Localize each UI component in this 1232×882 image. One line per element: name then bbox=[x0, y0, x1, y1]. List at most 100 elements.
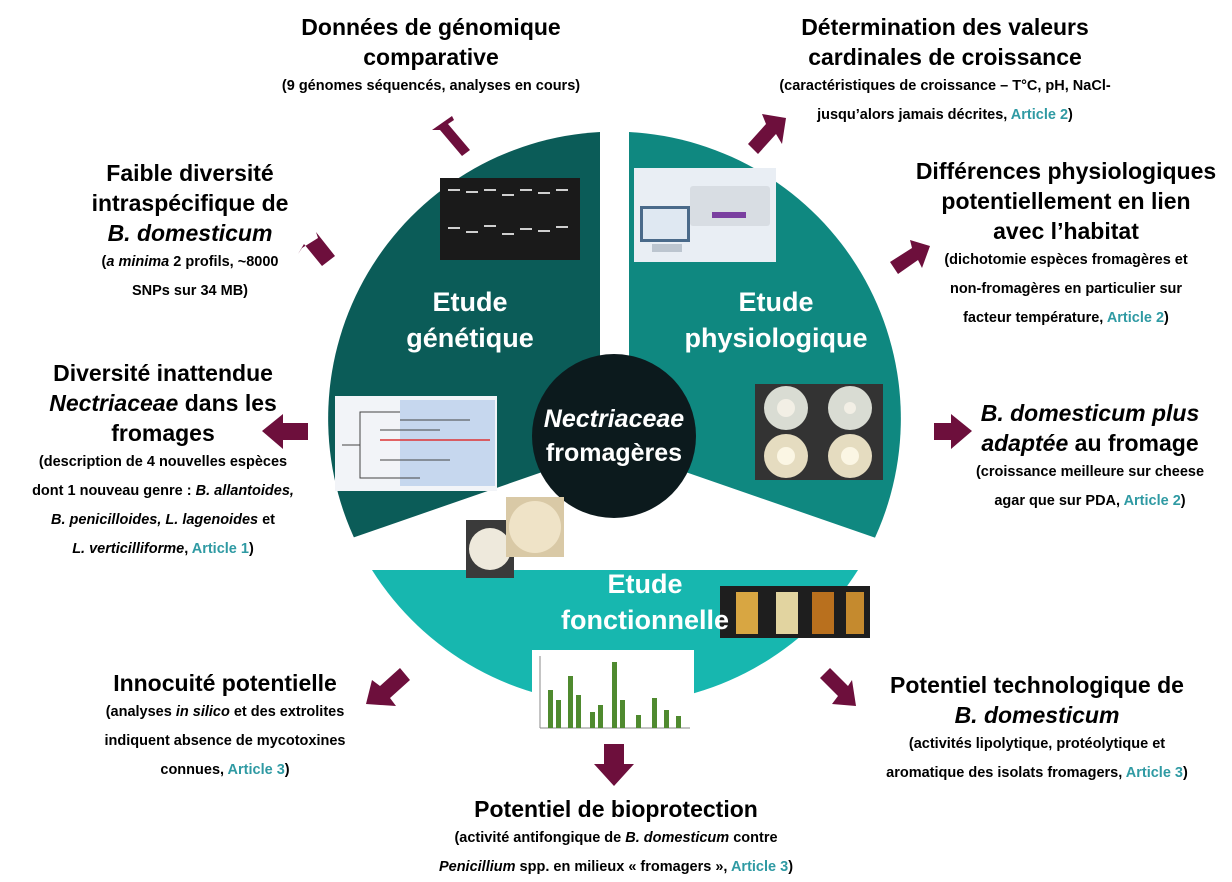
innocuite-sub-2: indiquent absence de mycotoxines bbox=[104, 733, 346, 749]
faible-title-1: Faible diversité bbox=[106, 160, 274, 186]
adaptee-sub-2-text: agar que sur PDA, bbox=[994, 493, 1124, 509]
arrow-technologique bbox=[820, 668, 856, 706]
adaptee-title-2-text: au fromage bbox=[1068, 430, 1199, 456]
bioprotection-sub-2-text: spp. en milieux « fromagers », bbox=[515, 859, 731, 875]
faible-sub-2: SNPs sur 34 MB) bbox=[131, 283, 249, 299]
adaptee-sub-2: agar que sur PDA, Article 2) bbox=[950, 487, 1230, 516]
inattendue-title-1: Diversité inattendue bbox=[53, 360, 273, 386]
bioprotection-sub-1-end: contre bbox=[729, 830, 778, 846]
differences-sub-3-text: facteur température, bbox=[963, 310, 1107, 326]
innocuite-close: ) bbox=[284, 762, 290, 778]
adaptee-sub-1: (croissance meilleure sur cheese bbox=[975, 464, 1205, 480]
item-faible: Faible diversité intraspécifique de B. d… bbox=[40, 158, 340, 306]
inattendue-title-3: fromages bbox=[111, 420, 215, 446]
bioprotection-sub-1: (activité antifongique de B. domesticum … bbox=[396, 824, 836, 853]
item-bioprotection: Potentiel de bioprotection (activité ant… bbox=[396, 794, 836, 882]
inattendue-sub-2: dont 1 nouveau genre : B. allantoides, bbox=[0, 477, 326, 506]
cardinales-title-1: Détermination des valeurs bbox=[801, 14, 1089, 40]
item-genomique: Données de génomique comparative (9 géno… bbox=[256, 12, 606, 101]
arrow-cardinales bbox=[748, 114, 786, 154]
bioprotection-close: ) bbox=[788, 859, 794, 875]
inattendue-sub-3-italic: B. penicilloides, L. lagenoides bbox=[51, 512, 259, 528]
adaptee-article-link[interactable]: Article 2 bbox=[1123, 493, 1181, 509]
technologique-title-1: Potentiel technologique de bbox=[890, 672, 1184, 698]
genomique-title-2: comparative bbox=[363, 44, 499, 70]
segment-label-fonctionnelle: Etude fonctionnelle bbox=[560, 566, 730, 638]
cardinales-title-2: cardinales de croissance bbox=[808, 44, 1082, 70]
genomique-sub-1: (9 génomes séquencés, analyses en cours) bbox=[281, 78, 581, 94]
segment-fonctionnelle-line1: Etude bbox=[607, 569, 683, 599]
item-differences: Différences physiologiques potentielleme… bbox=[900, 156, 1232, 333]
faible-sub-1-italic: a minima bbox=[106, 254, 170, 270]
technologique-title-2: B. domesticum bbox=[954, 702, 1120, 728]
innocuite-sub-3: connues, Article 3) bbox=[60, 756, 390, 785]
center-hub bbox=[532, 354, 696, 518]
differences-sub-2: non-fromagères en particulier sur bbox=[949, 281, 1183, 297]
bioprotection-sub-2-italic: Penicillium bbox=[438, 859, 516, 875]
inattendue-title-2: Nectriaceae dans les bbox=[0, 388, 326, 418]
inattendue-sub-4-italic: L. verticilliforme bbox=[72, 541, 185, 557]
item-inattendue: Diversité inattendue Nectriaceae dans le… bbox=[0, 358, 326, 564]
inattendue-title-2-text: dans les bbox=[178, 390, 277, 416]
faible-open: ( bbox=[101, 254, 107, 270]
adaptee-title-2: adaptée au fromage bbox=[950, 428, 1230, 458]
inattendue-sub-2-text: dont 1 nouveau genre : bbox=[32, 483, 196, 499]
item-innocuite: Innocuité potentielle (analyses in silic… bbox=[60, 668, 390, 785]
bioprotection-article-link[interactable]: Article 3 bbox=[730, 859, 789, 875]
innocuite-sub-1-italic: in silico bbox=[175, 704, 230, 720]
phylogenetic-tree-image bbox=[335, 396, 497, 491]
innocuite-sub-1: (analyses in silico et des extrolites bbox=[60, 698, 390, 727]
faible-sub-1-text: 2 profils, ~8000 bbox=[169, 254, 279, 270]
innocuite-sub-1-end: et des extrolites bbox=[229, 704, 345, 720]
faible-title-2: intraspécifique de bbox=[91, 190, 289, 216]
genomique-title-1: Données de génomique bbox=[301, 14, 561, 40]
inattendue-title-2-italic: Nectriaceae bbox=[49, 390, 179, 416]
cardinales-article-link[interactable]: Article 2 bbox=[1010, 107, 1069, 123]
differences-title-3: avec l’habitat bbox=[993, 218, 1139, 244]
differences-sub-1: (dichotomie espèces fromagères et bbox=[944, 252, 1188, 268]
differences-sub-3: facteur température, Article 2) bbox=[900, 304, 1232, 333]
technologique-article-link[interactable]: Article 3 bbox=[1125, 765, 1183, 781]
arrow-faible bbox=[298, 232, 335, 266]
technologique-sub-2-text: aromatique des isolats fromagers, bbox=[886, 765, 1126, 781]
differences-title-1: Différences physiologiques bbox=[915, 158, 1217, 184]
differences-article-link[interactable]: Article 2 bbox=[1106, 310, 1165, 326]
arrow-innocuite bbox=[366, 668, 410, 706]
segment-physiologique-line1: Etude bbox=[738, 287, 814, 317]
tubes-image bbox=[720, 586, 870, 638]
technologique-close: ) bbox=[1183, 765, 1188, 781]
bioprotection-sub-2: Penicillium spp. en milieux « fromagers … bbox=[396, 853, 836, 882]
adaptee-title-1: B. domesticum plus bbox=[980, 400, 1200, 426]
innocuite-article-link[interactable]: Article 3 bbox=[227, 762, 285, 778]
differences-close: ) bbox=[1164, 310, 1169, 326]
innocuite-title-1: Innocuité potentielle bbox=[113, 670, 337, 696]
segment-label-physiologique: Etude physiologique bbox=[676, 284, 876, 356]
cardinales-close: ) bbox=[1068, 107, 1073, 123]
arrow-genomique bbox=[432, 116, 470, 156]
arrow-inattendue bbox=[262, 414, 308, 449]
innocuite-sub-1-text: (analyses bbox=[105, 704, 176, 720]
arrow-adaptee bbox=[934, 414, 972, 449]
bioprotection-sub-1-italic: B. domesticum bbox=[625, 830, 730, 846]
inattendue-sub-3: B. penicilloides, L. lagenoides et bbox=[0, 506, 326, 535]
item-adaptee: B. domesticum plus adaptée au fromage (c… bbox=[950, 398, 1230, 516]
adaptee-title-2-italic: adaptée bbox=[981, 430, 1069, 456]
arrow-bioprotection bbox=[594, 744, 634, 786]
item-cardinales: Détermination des valeurs cardinales de … bbox=[750, 12, 1140, 130]
bar-chart-image bbox=[532, 650, 694, 734]
inattendue-article-link[interactable]: Article 1 bbox=[191, 541, 249, 557]
faible-sub-1: (a minima 2 profils, ~8000 bbox=[40, 248, 340, 277]
inattendue-close: ) bbox=[248, 541, 254, 557]
inattendue-sub-2-italic: B. allantoides, bbox=[195, 483, 294, 499]
adaptee-close: ) bbox=[1180, 493, 1186, 509]
faible-title-3: B. domesticum bbox=[107, 220, 273, 246]
cardinales-sub-1: (caractéristiques de croissance – T°C, p… bbox=[779, 78, 1111, 94]
cardinales-sub-2: jusqu’alors jamais décrites, Article 2) bbox=[750, 101, 1140, 130]
technologique-sub-2: aromatique des isolats fromagers, Articl… bbox=[862, 759, 1212, 788]
cheese-culture-image bbox=[466, 497, 564, 578]
segment-label-genetique: Etude génétique bbox=[390, 284, 550, 356]
bioprotection-title-1: Potentiel de bioprotection bbox=[474, 796, 758, 822]
segment-genetique-line1: Etude bbox=[432, 287, 508, 317]
innocuite-sub-3-text: connues, bbox=[160, 762, 228, 778]
